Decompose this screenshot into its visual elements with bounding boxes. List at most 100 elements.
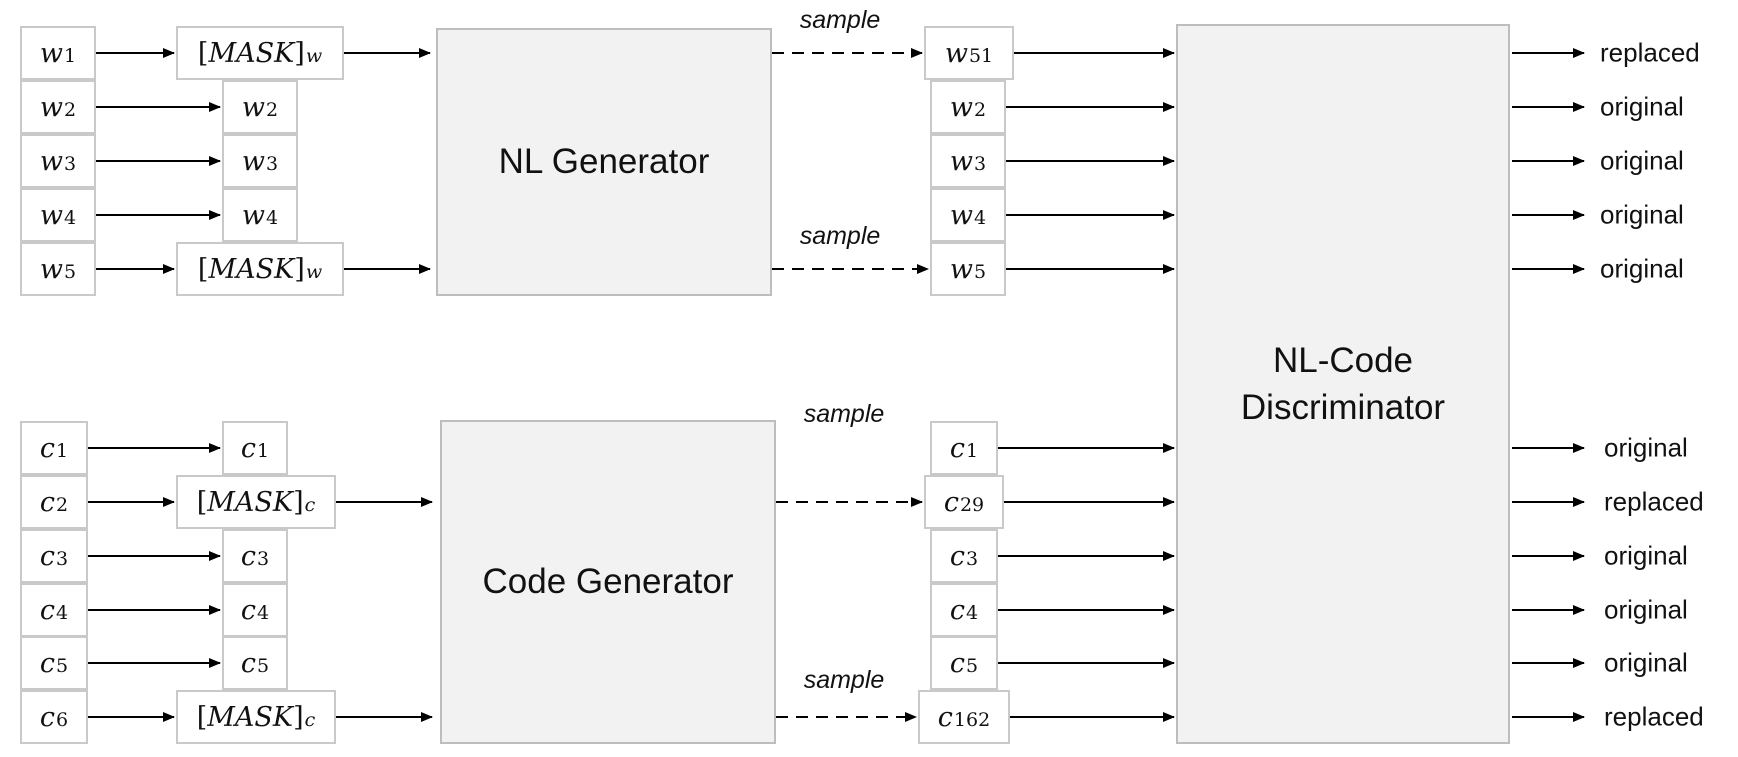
- code-unmasked-token-symbol: c: [240, 432, 257, 464]
- code-input-token-subscript: 3: [56, 548, 69, 570]
- nl-input-token-symbol: w: [39, 91, 64, 123]
- nl-unmasked-token-symbol: w: [241, 91, 266, 123]
- nl-input-token-symbol: w: [39, 253, 64, 285]
- code-sampled-token-symbol: c: [943, 486, 959, 518]
- code-input-token-subscript: 1: [56, 440, 69, 462]
- code-unmasked-token-subscript: 3: [257, 548, 270, 570]
- nl-sampled-token-symbol: w: [949, 91, 974, 123]
- nl-mask-token-bracket-open: [: [197, 253, 209, 285]
- nl-mask-token-bracket-close: ]: [294, 37, 305, 69]
- nl-generator-block: NL Generator: [436, 28, 772, 296]
- code-sampled-token-subscript: 5: [966, 655, 979, 677]
- nl-output-label: original: [1600, 199, 1684, 230]
- nl-output-label: original: [1600, 91, 1684, 122]
- nl-sampled-token-subscript: 5: [974, 261, 987, 283]
- code-mask-token-bracket-open: [: [196, 701, 208, 733]
- code-sampled-token-subscript: 1: [966, 440, 979, 462]
- nl-sampled-token-subscript: 51: [968, 45, 994, 67]
- nl-input-token-symbol: w: [39, 145, 64, 177]
- code-input-token-subscript: 4: [56, 602, 69, 624]
- code-mask-token-mask-text: MASK: [207, 701, 294, 733]
- code-sampled-token-subscript: 4: [966, 602, 979, 624]
- code-sampled-token-symbol: c: [949, 594, 966, 626]
- nl-mask-token-subscript: w: [305, 261, 323, 283]
- code-sampled-token-symbol: c: [949, 540, 966, 572]
- discriminator-label-line2: Discriminator: [1240, 388, 1446, 427]
- code-sample-label: sample: [803, 666, 885, 694]
- nl-mask-token-mask-text: MASK: [208, 37, 295, 69]
- code-unmasked-token-subscript: 4: [257, 602, 270, 624]
- code-mask-token: [MASK]c: [176, 475, 336, 529]
- code-mask-token: [MASK]c: [176, 690, 336, 744]
- nl-unmasked-token-subscript: 4: [266, 207, 279, 229]
- nl-input-token-subscript: 3: [64, 153, 77, 175]
- nl-input-token-symbol: w: [39, 37, 64, 69]
- nl-input-token-subscript: 2: [64, 99, 77, 121]
- code-sampled-token-subscript: 29: [959, 494, 985, 516]
- code-generator-label: Code Generator: [482, 562, 734, 602]
- code-sampled-token-symbol: c: [937, 701, 953, 733]
- nl-output-label: original: [1600, 145, 1684, 176]
- nl-unmasked-token-subscript: 3: [266, 153, 279, 175]
- code-input-token-symbol: c: [39, 594, 56, 626]
- code-mask-token-bracket-close: ]: [293, 701, 304, 733]
- code-unmasked-token-symbol: c: [240, 647, 257, 679]
- nl-sample-label: sample: [799, 222, 881, 250]
- nl-input-token-symbol: w: [39, 199, 64, 231]
- code-input-token-symbol: c: [39, 647, 56, 679]
- code-input-token-symbol: c: [39, 540, 56, 572]
- nl-sampled-token-subscript: 4: [974, 207, 987, 229]
- nl-mask-token-bracket-close: ]: [294, 253, 305, 285]
- nl-mask-token: [MASK]w: [176, 26, 344, 80]
- code-mask-token-subscript: c: [304, 494, 316, 516]
- code-output-label: original: [1604, 594, 1688, 625]
- code-input-token-symbol: c: [39, 432, 56, 464]
- nl-unmasked-token-subscript: 2: [266, 99, 279, 121]
- nl-sampled-token-symbol: w: [949, 145, 974, 177]
- nl-sample-label: sample: [799, 6, 881, 34]
- code-unmasked-token-subscript: 5: [257, 655, 270, 677]
- nl-generator-label: NL Generator: [498, 142, 710, 182]
- code-input-token-symbol: c: [39, 486, 56, 518]
- nl-mask-token-bracket-open: [: [197, 37, 209, 69]
- nl-sampled-token-subscript: 2: [974, 99, 987, 121]
- code-sample-label: sample: [803, 400, 885, 428]
- code-mask-token-subscript: c: [304, 709, 316, 731]
- nl-output-label: replaced: [1600, 37, 1700, 68]
- nl-output-label: original: [1600, 253, 1684, 284]
- code-generator-block: Code Generator: [440, 420, 776, 744]
- nl-input-token-subscript: 1: [64, 45, 77, 67]
- code-input-token-subscript: 6: [56, 709, 69, 731]
- nl-sampled-token-symbol: w: [949, 253, 974, 285]
- nl-input-token-subscript: 4: [64, 207, 77, 229]
- code-sampled-token-subscript: 162: [953, 709, 991, 731]
- nl-unmasked-token-symbol: w: [241, 145, 266, 177]
- nl-mask-token: [MASK]w: [176, 242, 344, 296]
- nl-sampled-token-subscript: 3: [974, 153, 987, 175]
- nl-code-discriminator-block: NL-Code Discriminator: [1176, 24, 1510, 744]
